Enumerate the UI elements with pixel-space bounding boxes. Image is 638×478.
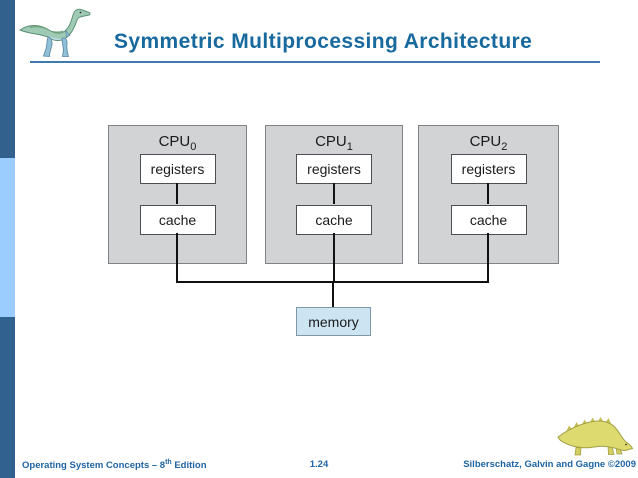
cpu2-subscript: 2	[501, 141, 508, 153]
cpu0-name: CPU	[158, 133, 191, 150]
sidebar-segment-dark-bottom	[0, 317, 15, 478]
cpu1-cache-box: cache	[296, 205, 372, 235]
cpu1-label: CPU1	[266, 133, 402, 153]
cpu2-registers-cache-connector	[487, 183, 489, 204]
cpu1-name: CPU	[315, 133, 347, 150]
footer-book-prefix: Operating System Concepts – 8	[22, 460, 166, 472]
footer-book-suffix: Edition	[171, 460, 207, 472]
bus-memory-connector	[332, 283, 334, 307]
footer-book-superscript: th	[165, 459, 172, 466]
cpu0-box: CPU0 registers cache	[108, 125, 247, 264]
cpu0-registers-cache-connector	[176, 183, 178, 204]
footer-book-title: Operating System Concepts – 8th Edition	[22, 459, 207, 471]
title-underline	[30, 61, 600, 63]
cpu0-label: CPU0	[109, 133, 246, 153]
cpu1-subscript: 1	[346, 141, 353, 153]
cpu0-registers-box: registers	[139, 154, 216, 184]
cpu1-registers-cache-connector	[333, 183, 335, 204]
footer-page-number: 1.24	[309, 459, 329, 470]
dinosaur-footer-image	[556, 402, 636, 458]
cpu0-cache-bus-connector	[176, 233, 178, 281]
memory-box: memory	[296, 307, 371, 336]
cpu2-box: CPU2 registers cache	[418, 125, 559, 264]
cpu2-label: CPU2	[419, 133, 558, 153]
cpu1-registers-box: registers	[296, 154, 372, 184]
cpu0-subscript: 0	[190, 141, 197, 153]
shared-bus-line	[176, 281, 489, 283]
sidebar-accent-bar	[0, 0, 15, 478]
cpu2-name: CPU	[469, 133, 502, 150]
footer-authors: Silberschatz, Galvin and Gagne ©2009	[463, 459, 636, 470]
slide-title: Symmetric Multiprocessing Architecture	[114, 30, 533, 53]
cpu0-cache-box: cache	[139, 205, 216, 235]
cpu1-cache-bus-connector	[333, 233, 335, 281]
cpu2-cache-box: cache	[450, 205, 527, 235]
dinosaur-logo	[18, 3, 94, 61]
cpu2-cache-bus-connector	[487, 233, 489, 281]
sidebar-segment-dark-top	[0, 0, 15, 158]
cpu2-registers-box: registers	[450, 154, 527, 184]
sidebar-segment-light	[0, 158, 15, 317]
